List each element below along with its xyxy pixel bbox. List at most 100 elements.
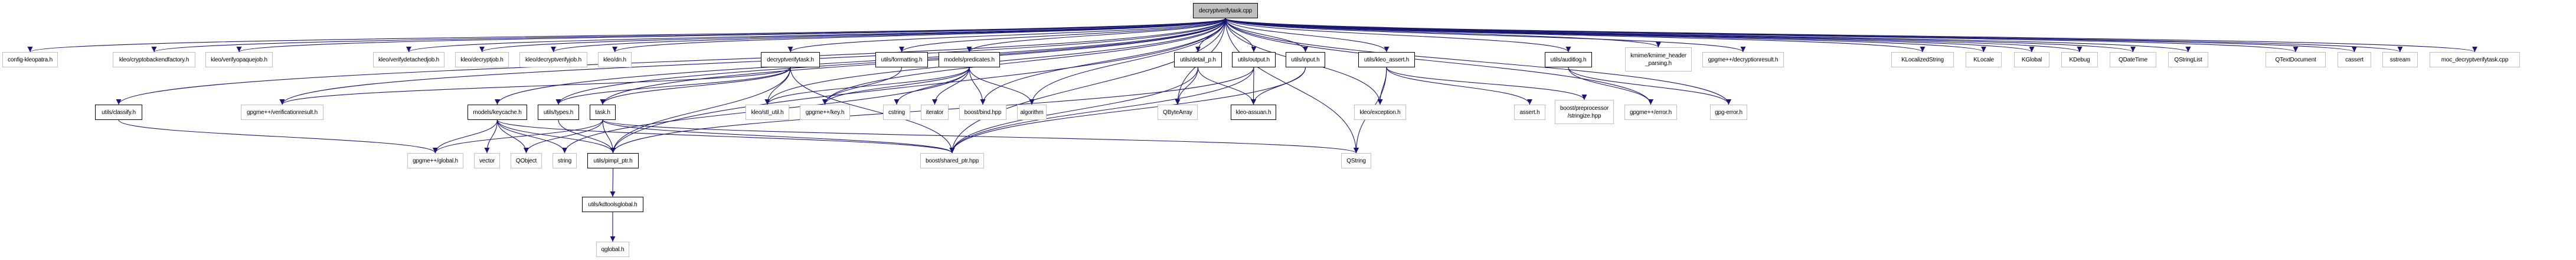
edge-decryptverifytask_h-to-task_h	[600, 67, 791, 105]
graph-node-boost-bind: boost/bind.hpp	[959, 105, 1006, 120]
graph-node-QObject: QObject	[511, 153, 542, 168]
edge-utils_auditlog-to-gpg_error	[1568, 67, 1731, 105]
graph-node-utils-kleo-assert[interactable]: utils/kleo_assert.h	[1358, 52, 1415, 67]
edge-models_keycache-to-vector	[484, 119, 498, 154]
graph-node-utils-formatting[interactable]: utils/formatting.h	[875, 52, 928, 67]
edge-root-to-gpgme_decryptionresult	[1225, 18, 1746, 53]
edge-root-to-utils_input	[1225, 18, 1308, 53]
graph-node-iterator: iterator	[921, 105, 949, 120]
edge-root-to-utils_pimpl_ptr	[610, 18, 1226, 154]
edge-root-to-gpg_error	[1225, 18, 1731, 105]
graph-node-cstring: cstring	[883, 105, 910, 120]
graph-node-kleo-cryptobackendfactory: kleo/cryptobackendfactory.h	[113, 52, 195, 67]
edge-models_keycache-to-string	[496, 119, 567, 154]
edge-models_keycache-to-boost_shared_ptr	[496, 119, 955, 154]
graph-node-string: string	[553, 153, 577, 168]
graph-node-kleo-dn: kleo/dn.h	[598, 52, 632, 67]
graph-node-sstream: sstream	[2382, 52, 2418, 67]
graph-node-utils-input[interactable]: utils/input.h	[1286, 52, 1325, 67]
edge-models_predicates-to-boost_bind	[969, 67, 986, 105]
edge-root-to-utils_kleo_assert	[1225, 18, 1390, 53]
edge-utils_formatting-to-gpgme_key	[822, 67, 903, 105]
graph-node-kleo-decryptjob: kleo/decryptjob.h	[455, 52, 509, 67]
edge-root-to-models_keycache	[495, 18, 1226, 105]
root-node: decryptverifytask.cpp	[1193, 3, 1258, 18]
edge-root-to-utils_classify	[116, 18, 1226, 105]
edge-root-to-QString	[1225, 18, 1359, 154]
edge-root-to-decryptverifytask_h	[787, 18, 1226, 53]
edge-decryptverifytask_h-to-boost_shared_ptr	[790, 67, 955, 154]
edge-root-to-gpgme_verificationresult	[279, 18, 1226, 105]
edge-task_h-to-QString	[602, 119, 1359, 154]
edge-decryptverifytask_h-to-utils_pimpl_ptr	[610, 67, 791, 154]
graph-node-gpgme-global: gpgme++/global.h	[407, 153, 463, 168]
graph-node-kleo-stl-util: kleo/stl_util.h	[746, 105, 789, 120]
graph-node-utils-auditlog[interactable]: utils/auditlog.h	[1545, 52, 1592, 67]
graph-node-models-predicates[interactable]: models/predicates.h	[939, 52, 1000, 67]
edge-task_h-to-QObject	[524, 119, 603, 154]
edge-utils_detail_p-to-QByteArray	[1175, 67, 1199, 105]
edge-models_keycache-to-gpgme_global	[433, 119, 498, 154]
edge-models_predicates-to-algorithm	[969, 67, 1035, 105]
edge-root-to-kleo_verifyopaquejob	[237, 18, 1226, 53]
graph-node-qglobal: qglobal.h	[596, 242, 629, 257]
graph-node-utils-classify[interactable]: utils/classify.h	[95, 105, 142, 120]
graph-node-kleo-exception: kleo/exception.h	[1354, 105, 1406, 120]
graph-node-cassert: cassert	[2338, 52, 2371, 67]
graph-node-kmime-header-parsing: kmime/kmime_header _parsing.h	[1625, 47, 1692, 72]
graph-node-config-kleopatra: config-kleopatra.h	[2, 52, 58, 67]
edge-root-to-boost_shared_ptr	[949, 18, 1226, 154]
edge-task_h-to-gpgme_global	[433, 119, 603, 154]
graph-node-QString: QString	[1341, 153, 1371, 168]
graph-node-kleo-verifyopaquejob: kleo/verifyopaquejob.h	[205, 52, 273, 67]
graph-node-utils-output[interactable]: utils/output.h	[1232, 52, 1276, 67]
edge-utils_kleo_assert-to-boost_stringize	[1386, 67, 1587, 100]
edge-utils_output-to-boost_shared_ptr	[949, 67, 1254, 154]
graph-node-utils-kdtoolsglobal[interactable]: utils/kdtoolsglobal.h	[582, 197, 643, 212]
edge-utils_kleo_assert-to-assert_h	[1386, 67, 1532, 105]
edge-models_keycache-to-utils_pimpl_ptr	[496, 119, 616, 154]
edge-models_predicates-to-iterator	[932, 67, 970, 105]
edge-root-to-QTextDocument	[1225, 18, 2298, 53]
graph-node-utils-types[interactable]: utils/types.h	[538, 105, 579, 120]
graph-node-moc-decryptverifytask: moc_decryptverifytask.cpp	[2430, 52, 2520, 67]
edge-root-to-kleo_dn	[612, 18, 1226, 53]
edge-utils_detail_p-to-kleo_assuan	[1197, 67, 1256, 105]
edge-root-to-algorithm	[1029, 18, 1226, 105]
graph-node-vector: vector	[474, 153, 500, 168]
graph-node-algorithm: algorithm	[1017, 105, 1047, 120]
edge-root-to-models_predicates	[966, 18, 1226, 53]
edge-root-to-kmime_header_parsing	[1225, 18, 1661, 48]
edge-utils_input-to-boost_shared_ptr	[949, 67, 1306, 154]
edge-root-to-kleo_decryptjob	[479, 18, 1226, 53]
graph-node-task-h[interactable]: task.h	[590, 105, 616, 120]
edge-models_predicates-to-cstring	[894, 67, 970, 105]
edge-utils_input-to-kleo_assuan	[1251, 67, 1306, 105]
graph-node-models-keycache[interactable]: models/keycache.h	[468, 105, 527, 120]
graph-node-QStringList: QStringList	[2168, 52, 2208, 67]
edge-task_h-to-boost_shared_ptr	[602, 119, 955, 154]
graph-node-kleo-verifydetachedjob: kleo/verifydetachedjob.h	[373, 52, 444, 67]
edge-decryptverifytask_h-to-gpgme_verificationresult	[279, 67, 791, 105]
graph-node-gpgme-verificationresult: gpgme++/verificationresult.h	[241, 105, 323, 120]
graph-node-gpgme-key: gpgme++/key.h	[800, 105, 850, 120]
graph-node-decryptverifytask-h[interactable]: decryptverifytask.h	[761, 52, 820, 67]
edge-root-to-utils_auditlog	[1225, 18, 1571, 53]
edge-utils_detail_p-to-boost_shared_ptr	[949, 67, 1199, 154]
edge-root-to-gpgme_key	[822, 18, 1226, 105]
graph-node-utils-pimpl-ptr[interactable]: utils/pimpl_ptr.h	[587, 153, 639, 168]
graph-node-QByteArray: QByteArray	[1158, 105, 1198, 120]
edge-utils_kleo_assert-to-kleo_exception	[1377, 67, 1387, 105]
edge-root-to-kleo_decryptverifyjob	[551, 18, 1226, 53]
graph-node-QDateTime: QDateTime	[2110, 52, 2156, 67]
graph-node-assert-h: assert.h	[1514, 105, 1545, 120]
edge-root-to-QStringList	[1225, 18, 2191, 53]
graph-node-KLocalizedString: KLocalizedString	[1891, 52, 1954, 67]
graph-node-kleo-assuan[interactable]: kleo-assuan.h	[1231, 105, 1276, 120]
edge-models_predicates-to-gpgme_key	[822, 67, 970, 105]
graph-node-kleo-decryptverifyjob: kleo/decryptverifyjob.h	[519, 52, 587, 67]
edge-task_h-to-utils_pimpl_ptr	[602, 119, 616, 154]
graph-node-utils-detail-p[interactable]: utils/detail_p.h	[1174, 52, 1222, 67]
